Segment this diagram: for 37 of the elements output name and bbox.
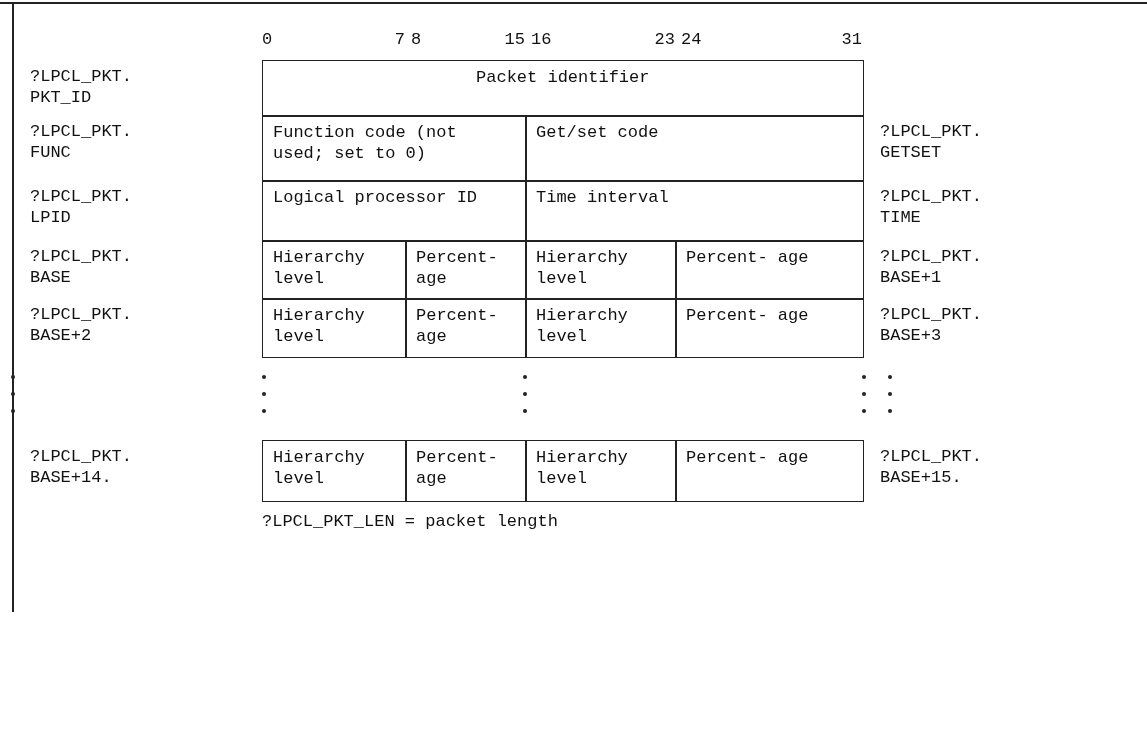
packet-field: Time interval bbox=[525, 180, 864, 242]
field-symbol-label: ?LPCL_PKT. BASE+3 bbox=[880, 304, 984, 346]
bit-number: 8 bbox=[411, 30, 422, 50]
field-symbol-label: ?LPCL_PKT. BASE+2 bbox=[30, 304, 134, 346]
bit-number: 0 bbox=[262, 30, 273, 50]
bit-number: 15 bbox=[504, 30, 525, 50]
packet-field: Percent- age bbox=[405, 298, 527, 358]
packet-field: Logical processor ID bbox=[262, 180, 527, 242]
bit-number: 23 bbox=[654, 30, 675, 50]
field-symbol-label: ?LPCL_PKT. FUNC bbox=[30, 121, 134, 163]
field-symbol-label: ?LPCL_PKT. BASE bbox=[30, 246, 134, 288]
bit-number: 24 bbox=[681, 30, 702, 50]
field-symbol-label: ?LPCL_PKT. TIME bbox=[880, 186, 984, 228]
field-symbol-label: ?LPCL_PKT. BASE+15. bbox=[880, 446, 984, 488]
packet-field: Percent- age bbox=[675, 440, 864, 502]
bit-number: 31 bbox=[841, 30, 862, 50]
packet-field: Percent- age bbox=[405, 440, 527, 502]
packet-field: Hierarchy level bbox=[262, 240, 407, 300]
packet-field: Function code (not used; set to 0) bbox=[262, 115, 527, 182]
packet-field: Percent- age bbox=[675, 298, 864, 358]
field-symbol-label: ?LPCL_PKT. LPID bbox=[30, 186, 134, 228]
bit-number: 7 bbox=[394, 30, 405, 50]
field-symbol-label: ?LPCL_PKT. BASE+14. bbox=[30, 446, 134, 488]
packet-field: Packet identifier bbox=[262, 60, 864, 117]
packet-field: Hierarchy level bbox=[525, 240, 677, 300]
packet-field: Percent- age bbox=[675, 240, 864, 300]
packet-field: Get/set code bbox=[525, 115, 864, 182]
packet-field: Percent- age bbox=[405, 240, 527, 300]
packet-field: Hierarchy level bbox=[262, 298, 407, 358]
length-note: ?LPCL_PKT_LEN = packet length bbox=[262, 512, 558, 532]
field-symbol-label: ?LPCL_PKT. GETSET bbox=[880, 121, 984, 163]
packet-field: Hierarchy level bbox=[525, 440, 677, 502]
field-symbol-label: ?LPCL_PKT. PKT_ID bbox=[30, 66, 134, 108]
packet-field: Hierarchy level bbox=[525, 298, 677, 358]
bit-number: 16 bbox=[531, 30, 552, 50]
packet-field: Hierarchy level bbox=[262, 440, 407, 502]
field-symbol-label: ?LPCL_PKT. BASE+1 bbox=[880, 246, 984, 288]
